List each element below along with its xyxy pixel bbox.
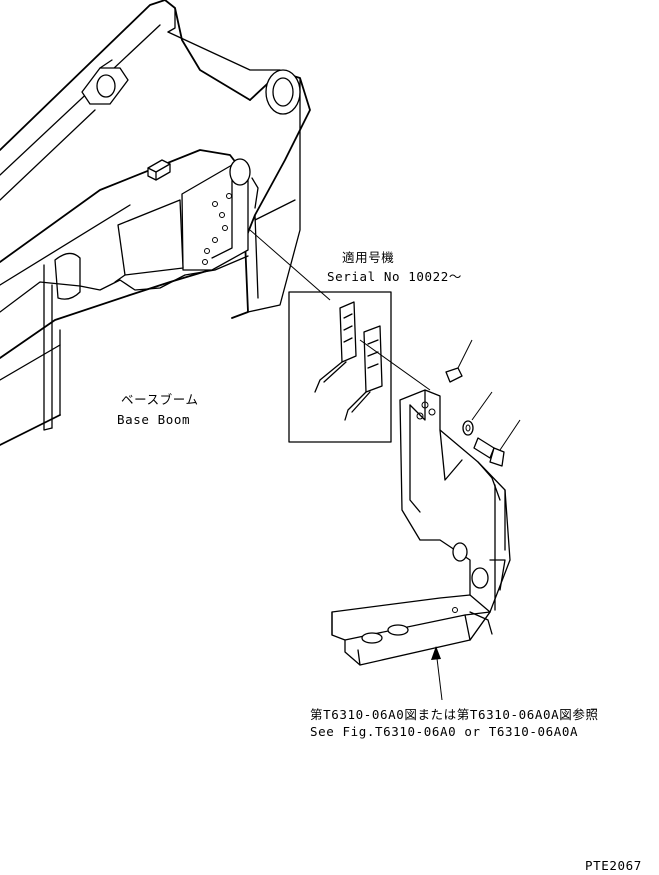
serial-label-jp: 適用号機 (342, 250, 394, 265)
detail-inset (288, 291, 431, 443)
boom-label-en: Base Boom (117, 412, 190, 427)
hardware (445, 339, 521, 467)
reference-label-en: See Fig.T6310-06A0 or T6310-06A0A (310, 724, 578, 739)
serial-label-en: Serial No 10022～ (327, 269, 462, 284)
boom-label-jp: ベースブーム (121, 392, 199, 407)
reference-arrow (431, 646, 443, 701)
reference-label-jp: 第T6310-06A0図または第T6310-06A0A図参照 (310, 707, 599, 722)
base-boom (0, 0, 331, 446)
bracket-assembly (331, 389, 511, 666)
drawing-id: PTE2067 (585, 858, 642, 873)
